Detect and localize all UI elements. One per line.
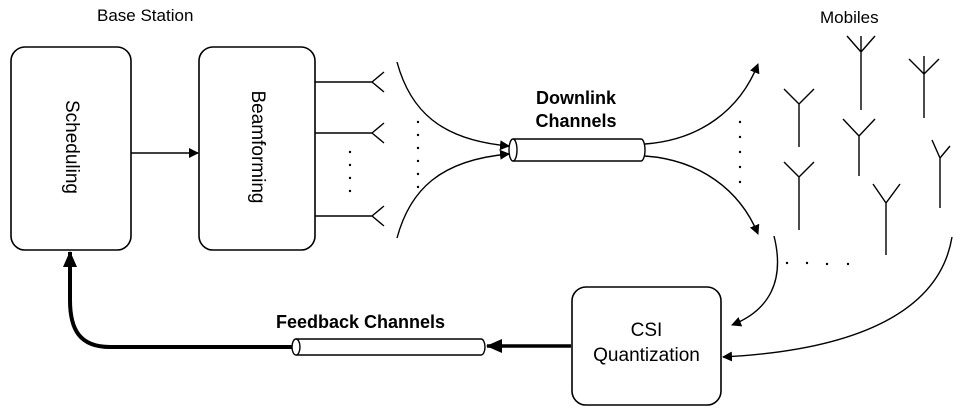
beamforming-label: Beamforming — [247, 90, 268, 204]
antenna-ellipsis — [348, 150, 352, 193]
mobiles-title: Mobiles — [820, 8, 879, 27]
mobiles-to-csi-arrow-1 — [731, 235, 779, 327]
mobile-antennas — [783, 35, 951, 255]
downlink-label-line2: Channels — [535, 111, 617, 131]
scheduling-label: Scheduling — [61, 99, 82, 195]
feedback-label: Feedback Channels — [276, 312, 446, 332]
csi-label-line1: CSI — [630, 320, 663, 341]
feedback-channel-cylinder — [291, 338, 486, 356]
scheduling-block — [10, 46, 132, 251]
downlink-beam-upper — [396, 61, 510, 151]
beamforming-block — [198, 46, 316, 251]
base-station-title: Base Station — [97, 6, 194, 25]
downlink-label-line1: Downlink — [536, 88, 616, 108]
base-station-antennas — [315, 71, 385, 227]
downlink-channel-cylinder — [508, 138, 646, 162]
beam-ellipsis — [416, 120, 420, 189]
downlink-to-mobiles-upper — [644, 63, 760, 145]
downlink-beam-lower — [396, 149, 510, 239]
mobiles-ellipsis — [785, 261, 850, 266]
downlink-to-mobiles-lower — [644, 155, 760, 235]
mobiles-to-csi-arrow-2 — [722, 236, 953, 362]
csi-quantization-block — [571, 286, 722, 406]
feedback-to-scheduling-arrow — [63, 251, 292, 349]
csi-label-line2: Quantization — [593, 345, 700, 366]
mobile-beam-ellipsis — [738, 120, 742, 184]
